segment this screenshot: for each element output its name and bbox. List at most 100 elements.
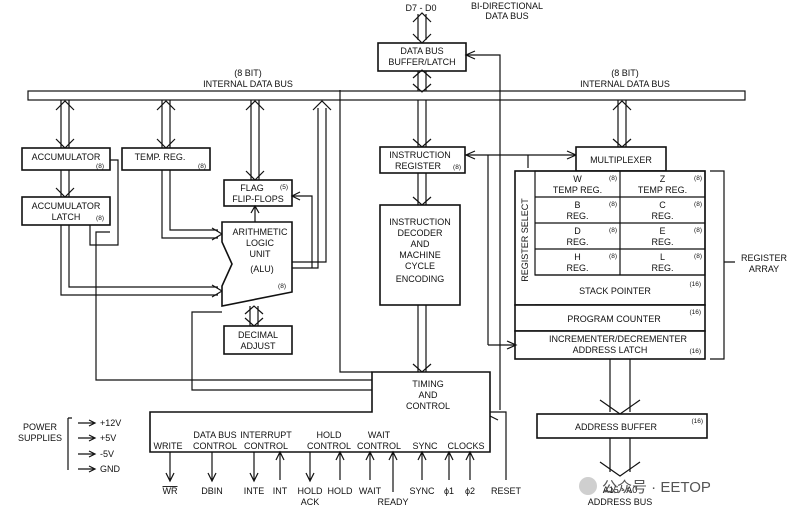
accumulator-bits: (8)	[96, 163, 104, 170]
instruction-register-label-1: INSTRUCTION	[389, 150, 451, 160]
register-cell-name: C	[659, 200, 666, 210]
power-label-1: POWER	[23, 422, 58, 432]
timing-label-1: TIMING	[412, 379, 444, 389]
ir-bus-arrowhead	[412, 138, 432, 148]
timing-to-bus-line	[339, 90, 372, 373]
pin-inte: INTE	[244, 486, 265, 496]
incdec-link-arrow	[506, 340, 518, 350]
register-cell-name: D	[574, 226, 581, 236]
pin-wr: WR	[163, 486, 178, 496]
register-cell-type: REG.	[651, 263, 673, 273]
flag-label-2: FLIP-FLOPS	[232, 194, 284, 204]
address-bus-label: ADDRESS BUS	[588, 497, 653, 507]
alu-label-1: ARITHMETIC	[233, 227, 288, 237]
pin-phi2: ϕ2	[465, 486, 475, 496]
decoder-timing-link	[417, 305, 427, 372]
stack-pointer-label: STACK POINTER	[579, 286, 651, 296]
power-bracket	[67, 417, 72, 470]
multiplexer-box	[575, 146, 667, 172]
register-cell-type: TEMP REG.	[553, 185, 602, 195]
data-bus-buffer-box	[377, 42, 467, 72]
input-pin-line	[465, 450, 475, 480]
instruction-register-box	[379, 146, 466, 174]
program-counter-label: PROGRAM COUNTER	[567, 314, 661, 324]
bidirectional-bus-label: DATA BUS	[485, 11, 528, 21]
register-cell-bits: (8)	[609, 253, 617, 260]
alu-label-2: LOGIC	[246, 238, 275, 248]
flag-bus-arrowheads	[245, 100, 265, 181]
register-cell-type: REG.	[566, 237, 588, 247]
flag-bus-link	[250, 100, 260, 180]
address-buffer-label: ADDRESS BUFFER	[575, 422, 658, 432]
acc-latch-link	[60, 170, 70, 197]
acc-latch-arrowhead	[55, 187, 75, 198]
register-cell-type: REG.	[651, 211, 673, 221]
flag-bits: (5)	[280, 184, 288, 191]
accumulator-box	[21, 147, 111, 171]
alu-bits: (8)	[278, 283, 286, 290]
pin-reset: RESET	[491, 486, 522, 496]
bus-label-left-name: INTERNAL DATA BUS	[203, 79, 293, 89]
mux-bus-arrowheads	[612, 100, 632, 148]
decoder-label-3: AND	[410, 239, 430, 249]
power-rail-1: +12V	[100, 418, 121, 428]
address-buffer-bits: (16)	[691, 418, 703, 425]
alu-output-arrow	[312, 100, 332, 111]
pin-ready: READY	[377, 497, 408, 507]
register-cell-bits: (8)	[694, 227, 702, 234]
wechat-logo	[579, 477, 597, 495]
temp-reg-label: TEMP. REG.	[135, 152, 186, 162]
register-cell-bits: (8)	[609, 175, 617, 182]
register-cell-name: Z	[660, 174, 666, 184]
control-section-bottom: CLOCKS	[447, 441, 484, 451]
decoder-box	[379, 204, 461, 306]
output-pin-line	[207, 452, 217, 483]
control-pin-lines	[165, 450, 475, 492]
inc-dec-label-1: INCREMENTER/DECREMENTER	[549, 334, 688, 344]
power-arrows	[78, 422, 94, 470]
register-cell-bits: (8)	[694, 175, 702, 182]
flag-label-1: FLAG	[240, 183, 264, 193]
register-array-bracket	[710, 170, 735, 360]
flag-to-alu-arrow	[250, 204, 260, 214]
address-pins-label: A15 - A0	[603, 485, 638, 495]
alu-box	[221, 221, 293, 307]
pin-sync: SYNC	[409, 486, 435, 496]
bus-label-right-name: INTERNAL DATA BUS	[580, 79, 670, 89]
pin-hold: HOLD	[327, 486, 353, 496]
alu-label-3: UNIT	[250, 249, 271, 259]
register-cell-type: TEMP REG.	[638, 185, 687, 195]
input-pin-line	[335, 450, 345, 480]
bus-label-right-width: (8 BIT)	[611, 68, 639, 78]
pin-dbin: DBIN	[201, 486, 223, 496]
internal-data-bus	[27, 90, 746, 101]
input-pin-line	[388, 450, 398, 492]
power-rail-2: +5V	[100, 433, 116, 443]
timing-to-alu-lines	[95, 231, 372, 391]
alu-label-4: (ALU)	[250, 264, 274, 274]
accumulator-latch-box	[21, 196, 111, 226]
acc-bus-arrowheads	[55, 100, 75, 149]
temp-bus-arrowheads	[156, 100, 176, 149]
control-section-bottom: CONTROL	[244, 441, 288, 451]
register-cell-type: REG.	[566, 211, 588, 221]
register-select-label: REGISTER SELECT	[520, 198, 530, 282]
decoder-timing-arrowhead	[412, 363, 432, 373]
power-arrowheads	[88, 419, 97, 473]
addr-link	[609, 359, 631, 412]
power-label-2: SUPPLIES	[18, 433, 62, 443]
pin-hold-ack-1: HOLD	[297, 486, 323, 496]
register-cell-bits: (8)	[609, 227, 617, 234]
timing-control-box	[149, 371, 491, 453]
pin-wait: WAIT	[359, 486, 382, 496]
program-counter-bits: (16)	[689, 309, 701, 316]
temp-bus-link	[161, 100, 171, 148]
decimal-adjust-box	[223, 325, 293, 355]
register-cell-name: B	[574, 200, 580, 210]
control-section-bottom: SYNC	[412, 441, 438, 451]
decimal-adjust-label-2: ADJUST	[240, 341, 276, 351]
accumulator-latch-bits: (8)	[96, 215, 104, 222]
